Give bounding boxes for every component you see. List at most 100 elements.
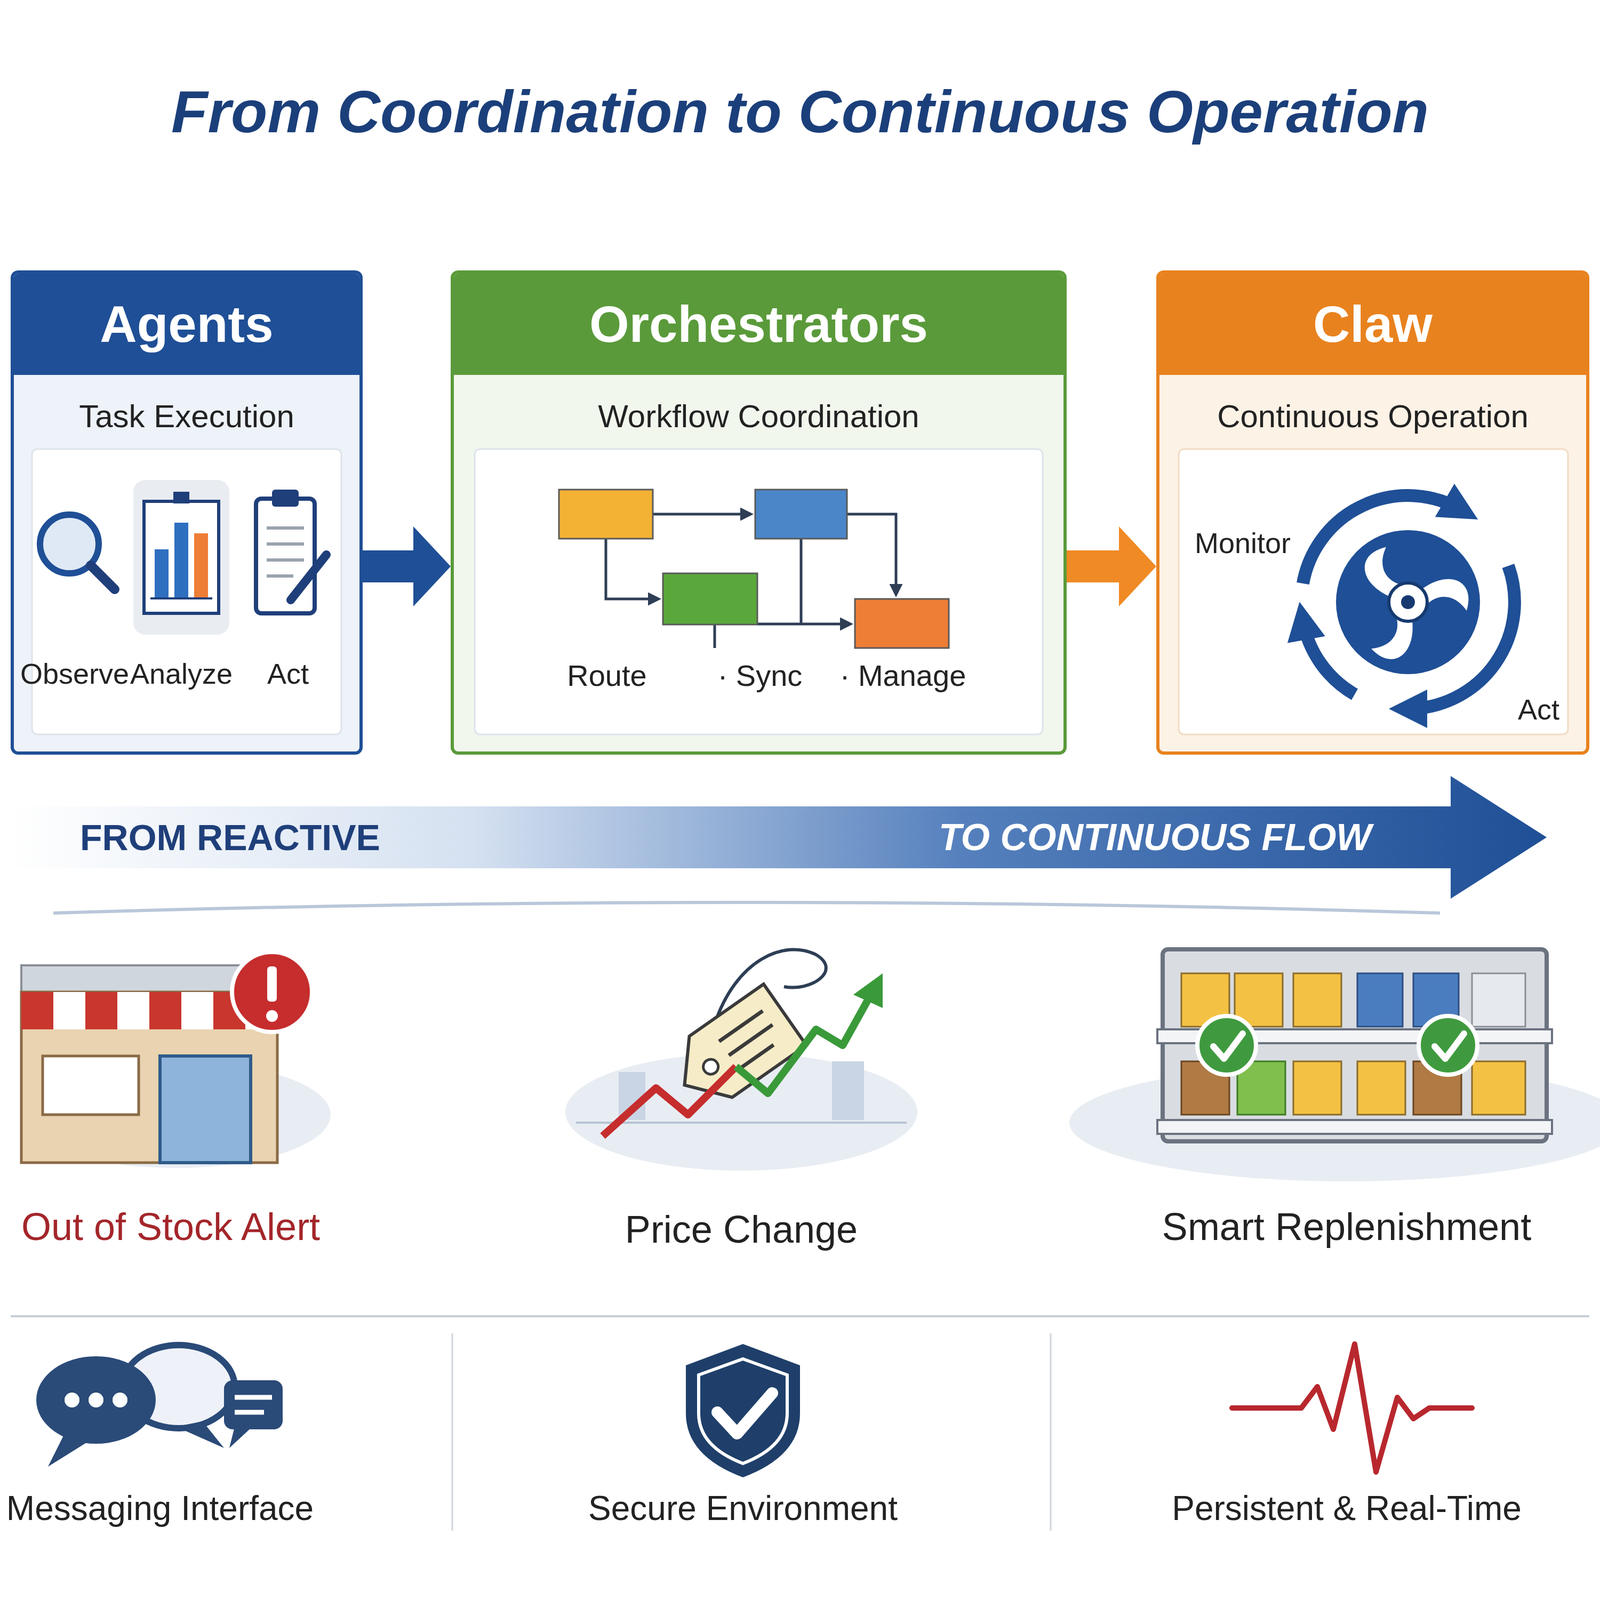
chat-icon-part [88,1392,104,1408]
caption-label: · Manage [840,658,967,693]
band-text: TO CONTINUOUS FLOW [938,776,1372,899]
store-illustration-part [213,992,246,1030]
store-illustration-part [85,992,118,1030]
price-illustration-part [736,997,870,1094]
store-illustration-part [232,952,312,1032]
flow-band: FROM REACTIVE TO CONTINUOUS FLOW [10,776,1547,899]
price-illustration-part [618,1072,646,1120]
shield-icon-part [698,1358,788,1464]
shelf-illustration-part [1234,973,1283,1027]
shelf-illustration-part [1293,973,1342,1027]
chat-icon-part [48,1434,91,1467]
footer-rule-part [451,1333,454,1531]
band-arrow-shape [10,776,1547,899]
chat-icon-part [64,1392,80,1408]
caption-label: Act [1517,692,1560,726]
price-illustration-part [729,1024,773,1055]
chat-icon-part [36,1356,156,1444]
box-heading: Agents [13,273,360,375]
chat-icon-part [122,1345,235,1429]
box-subtitle: Workflow Coordination [453,395,1064,438]
shelf-illustration-part [1162,949,1547,1142]
store-illustration-part [149,992,182,1030]
store-illustration-part [21,992,54,1030]
heartbeat-icon [1232,1344,1472,1472]
price-illustration-part [576,1121,907,1124]
chat-icon-part [234,1395,272,1400]
store-illustration-part [267,966,277,1002]
footer-rule-part [1050,1333,1052,1531]
caption-label: · Sync [717,658,803,693]
price-illustration-part [602,1066,736,1136]
shelf-illustration-part [1413,973,1459,1027]
price-illustration-part [718,1010,763,1042]
store-illustration-part [21,992,278,1163]
shield-icon-part [717,1393,773,1434]
price-illustration-part [662,984,807,1116]
diagram-title: From Coordination to Continuous Operatio… [0,74,1600,150]
shelf-illustration-part [1472,1061,1526,1115]
shelf-illustration [1069,949,1600,1182]
box-heading: Orchestrators [453,273,1064,375]
price-illustration-part [700,1056,722,1078]
price-illustration-part [738,1044,774,1070]
chat-icon-part [234,1410,264,1415]
store-illustration-part [42,1056,139,1115]
flow-arrow [362,526,451,607]
band-text: FROM REACTIVE [80,776,381,899]
caption-label: Messaging Interface [6,1488,314,1528]
price-illustration-part [853,973,883,1008]
store-illustration [21,952,331,1168]
store-illustration-part [181,992,214,1030]
chat-icon-part [112,1392,128,1408]
price-illustration-part [565,1053,918,1171]
store-illustration-part [21,1061,331,1168]
shelf-illustration-part [1181,1061,1230,1115]
shelf-illustration-part [1293,1061,1342,1115]
chat-icon-part [229,1426,251,1448]
caption-label: Price Change [625,1207,858,1252]
caption-label: Monitor [1194,526,1291,560]
caption-label: Analyze [130,657,233,691]
store-illustration-part [21,965,278,992]
divider-curve-part [53,902,1440,914]
price-illustration-part [662,984,807,1116]
caption-label: Route [566,658,647,693]
shelf-illustration-part [1357,1061,1406,1115]
shield-icon [685,1344,800,1478]
price-illustration-part [832,1061,864,1120]
shelf-illustration-part [1434,1033,1464,1059]
shield-icon-part [685,1344,800,1478]
caption-label: Observe [20,657,130,691]
store-illustration-part [245,992,278,1030]
shelf-illustration-part [1069,1064,1600,1182]
store-illustration-part [266,1010,278,1022]
divider-curve [53,902,1440,914]
shelf-illustration-part [1418,1016,1478,1075]
box-subtitle: Task Execution [13,395,360,438]
caption-label: Secure Environment [588,1488,898,1528]
footer-rule-part [10,1315,1590,1318]
caption-label: Out of Stock Alert [21,1204,320,1249]
chat-icon-part [176,1421,224,1448]
store-illustration-part [117,992,150,1030]
chat-icon-part [224,1380,283,1430]
box-subtitle: Continuous Operation [1159,395,1587,438]
shelf-illustration-part [1197,1016,1256,1075]
shelf-illustration-part [1213,1033,1243,1059]
shelf-illustration-part [1157,1120,1552,1134]
price-illustration [565,949,918,1171]
shelf-illustration-part [1357,973,1403,1027]
shelf-illustration-part [1237,1061,1286,1115]
shelf-illustration-part [1472,973,1526,1027]
price-illustration-part [714,949,827,1024]
caption-label: Persistent & Real-Time [1171,1488,1522,1528]
caption-label: Smart Replenishment [1162,1204,1532,1249]
box-heading: Claw [1159,273,1587,375]
shelf-illustration-part [1181,973,1230,1027]
heartbeat-icon-part [1232,1344,1472,1472]
shelf-illustration-part [1413,1061,1462,1115]
